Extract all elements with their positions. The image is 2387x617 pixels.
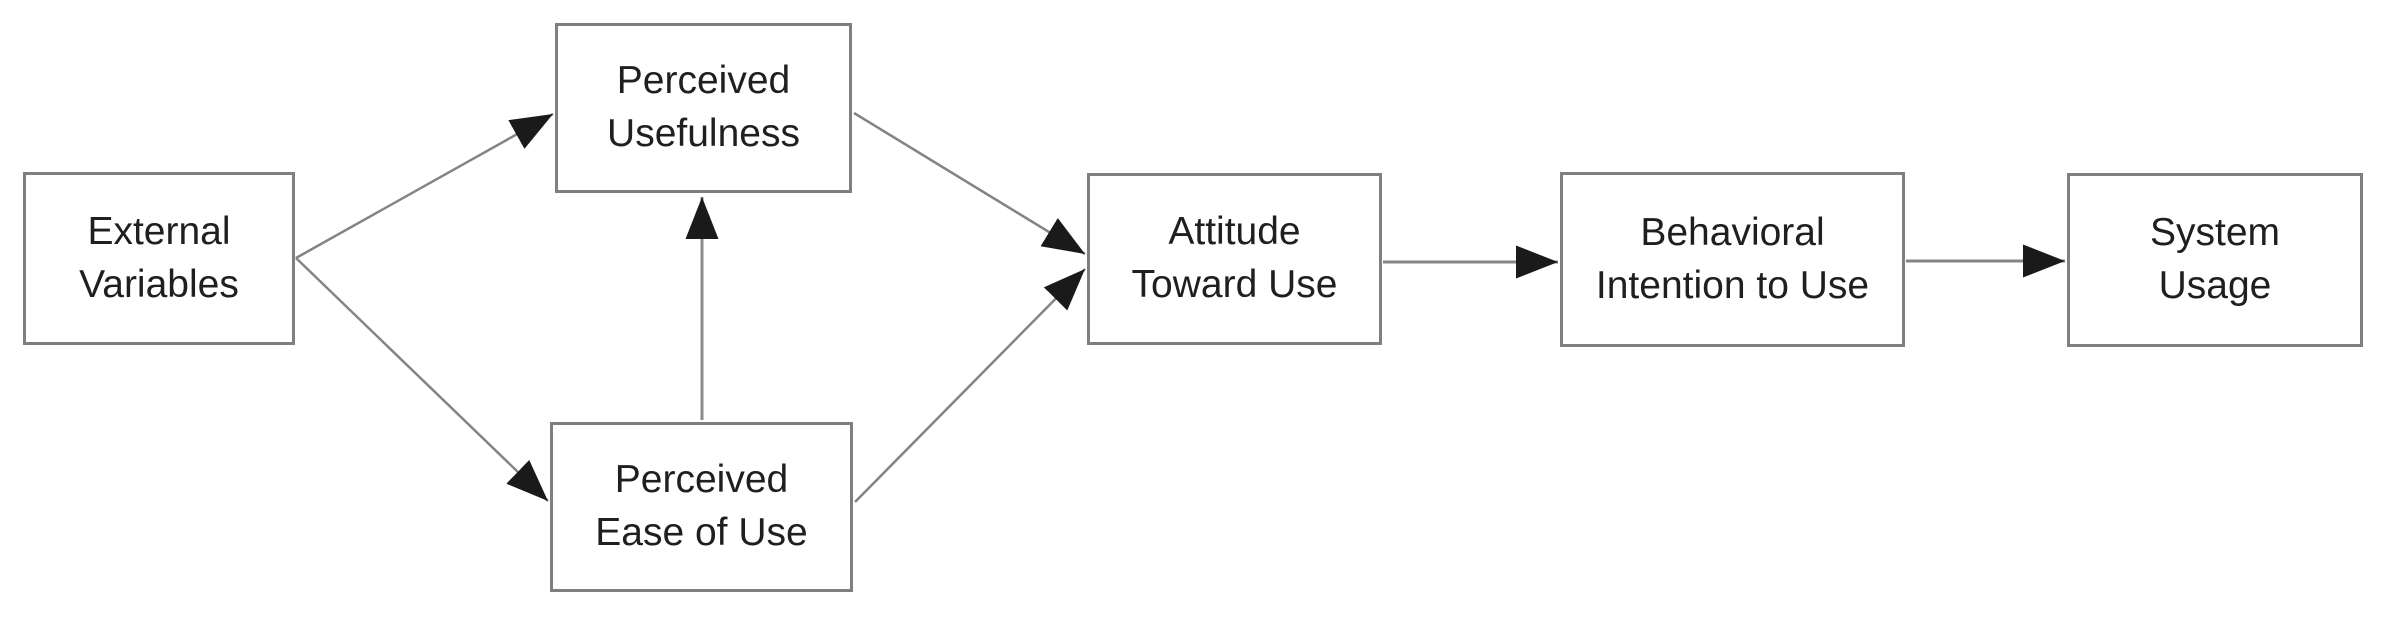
arrow-external-to-ease-of-use	[295, 257, 549, 502]
node-external-variables: External Variables	[23, 172, 295, 345]
node-attitude-toward-use-line2: Toward Use	[1131, 263, 1338, 306]
arrow-usefulness-to-attitude	[853, 111, 1086, 256]
arrow-external-to-usefulness	[295, 112, 554, 260]
node-behavioral-intention-to-use: Behavioral Intention to Use	[1560, 172, 1905, 347]
node-system-usage-line2: Usage	[2158, 264, 2272, 307]
arrow-ease-of-use-to-attitude	[854, 268, 1086, 503]
node-attitude-toward-use-line1: Attitude	[1168, 210, 1301, 254]
node-system-usage-line1: System	[2149, 211, 2281, 255]
node-external-variables-line1: External	[87, 209, 231, 253]
node-perceived-ease-of-use-line2: Ease of Use	[595, 511, 808, 554]
node-behavioral-intention-to-use-line1: Behavioral	[1640, 210, 1825, 254]
node-attitude-toward-use: Attitude Toward Use	[1087, 173, 1382, 345]
node-perceived-usefulness: Perceived Usefulness	[555, 23, 852, 193]
node-external-variables-line2: Variables	[79, 262, 239, 306]
node-system-usage: System Usage	[2067, 173, 2363, 347]
node-behavioral-intention-to-use-line2: Intention to Use	[1595, 263, 1870, 307]
node-perceived-ease-of-use: Perceived Ease of Use	[550, 422, 853, 592]
node-perceived-ease-of-use-line1: Perceived	[614, 458, 789, 502]
node-perceived-usefulness-line1: Perceived	[616, 59, 791, 103]
node-perceived-usefulness-line2: Usefulness	[607, 112, 800, 155]
